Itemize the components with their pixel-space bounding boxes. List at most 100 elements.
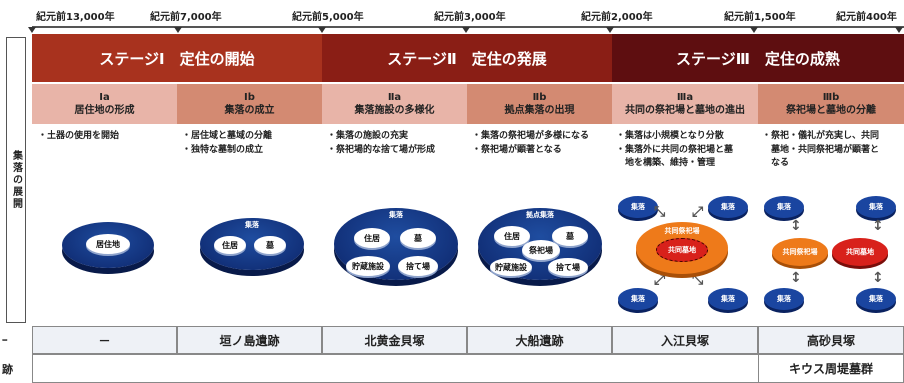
site-cell-empty [32, 354, 758, 383]
bullets-3a: ・集落は小規模となり分散 ・集落外に共同の祭祀場と墓 地を構築、維持・管理 [616, 130, 733, 171]
timeline-tick: 紀元前3,000年 [434, 12, 506, 23]
stage-1-header: ステージⅠ 定住の開始 [32, 34, 322, 82]
small-settlement: 集落 [856, 288, 896, 310]
bullet-text: ・集落外に共同の祭祀場と墓 [616, 144, 734, 155]
site-cell: 大船遺跡 [467, 326, 612, 354]
substage-3a: Ⅲa 共同の祭祀場と墓地の進出 [612, 84, 758, 124]
bullet-text: ・居住域と墓域の分離 [182, 131, 273, 141]
bullets-1b: ・居住域と墓域の分離 ・独特な墓制の成立 [182, 130, 272, 157]
settlement-title: 集落 [389, 211, 403, 219]
substage-name: 拠点集落の出現 [504, 105, 575, 116]
timeline-marker [28, 27, 36, 33]
small-settlement: 集落 [618, 196, 658, 218]
small-settlement: 集落 [764, 196, 804, 218]
bullet-text: ・集落は小規模となり分散 [616, 131, 724, 141]
bullet-text: なる [762, 158, 790, 168]
house-pill: 居住地 [86, 234, 130, 254]
bullet-text: 墓地・共同祭祀場が顕著と [762, 144, 880, 155]
house-pill: 住居 [494, 226, 530, 246]
settlement-title: 拠点集落 [526, 211, 554, 219]
timeline-tick: 紀元前13,000年 [36, 12, 115, 23]
substage-code: Ⅰb [244, 92, 255, 103]
site-cell: 高砂貝塚 [758, 326, 904, 354]
site-cell: 垣ノ島遺跡 [177, 326, 322, 354]
bullet-text: ・土器の使用を開始 [38, 131, 120, 141]
small-settlement: 集落 [708, 288, 748, 310]
bidirectional-arrow-icon: ⤡ [654, 204, 666, 220]
storage-pill: 貯蔵施設 [490, 258, 532, 276]
shared-ritual-ground: 共同祭祀場 [772, 238, 828, 266]
bullet-text: ・独特な墓制の成立 [182, 144, 264, 155]
substage-code: Ⅲb [822, 92, 840, 103]
substage-code: Ⅰa [99, 92, 110, 103]
substage-1b: Ⅰb 集落の成立 [177, 84, 322, 124]
stage-2-header: ステージⅡ 定住の発展 [322, 34, 612, 82]
substage-name: 居住地の形成 [74, 105, 135, 116]
shared-ritual-label: 共同祭祀場 [664, 227, 700, 235]
substage-code: Ⅱa [387, 92, 402, 103]
site-table: ｰ 跡 － 垣ノ島遺跡 北黄金貝塚 大船遺跡 入江貝塚 高砂貝塚 キウス周堤墓群 [0, 326, 904, 383]
small-settlement: 集落 [708, 196, 748, 218]
bidirectional-arrow-icon: ⤡ [692, 272, 704, 288]
substage-name: 祭祀場と墓地の分離 [786, 105, 876, 116]
substage-name: 共同の祭祀場と墓地の進出 [625, 105, 745, 116]
bullet-text: ・祭祀場が顕著となる [472, 144, 562, 155]
dump-pill: 捨て場 [398, 256, 438, 276]
timeline-marker [318, 27, 326, 33]
storage-pill: 貯蔵施設 [346, 256, 390, 276]
bullets-3b: ・祭祀・儀礼が充実し、共同 墓地・共同祭祀場が顕著と なる [762, 130, 879, 171]
stage-3-header: ステージⅢ 定住の成熟 [612, 34, 904, 82]
settlement-development-text: 集落の展開 [10, 150, 22, 210]
bullet-text: ・集落の施設の充実 [327, 131, 409, 141]
substage-code: Ⅱb [532, 92, 547, 103]
substage-code: Ⅲa [676, 92, 694, 103]
timeline-tick: 紀元前1,500年 [724, 12, 796, 23]
grave-pill: 墓 [552, 226, 588, 246]
grave-pill: 墓 [254, 236, 286, 254]
site-cell: 北黄金貝塚 [322, 326, 467, 354]
bullet-text: ・祭祀・儀礼が充実し、共同 [762, 131, 880, 141]
substage-2b: Ⅱb 拠点集落の出現 [467, 84, 612, 124]
timeline-marker [606, 27, 614, 33]
bidirectional-arrow-icon: ↕ [872, 218, 884, 234]
bullet-text: ・祭祀場的な捨て場が形成 [327, 144, 436, 155]
site-cell: － [32, 326, 177, 354]
bullets-1a: ・土器の使用を開始 [38, 130, 119, 144]
small-settlement: 集落 [764, 288, 804, 310]
house-pill: 住居 [214, 236, 246, 254]
timeline-marker [895, 27, 903, 33]
bidirectional-arrow-icon: ↕ [872, 270, 884, 286]
row-label: ｰ 跡 [0, 326, 32, 383]
shared-grave: 共同墓地 [832, 238, 888, 266]
site-cell: キウス周堤墓群 [758, 354, 904, 383]
shared-grave: 共同墓地 [656, 238, 708, 262]
bullets-2b: ・集落の祭祀場が多様になる ・祭祀場が顕著となる [472, 130, 589, 157]
timeline-tick: 紀元前7,000年 [150, 12, 222, 23]
bidirectional-arrow-icon: ↕ [790, 218, 802, 234]
bullets-2a: ・集落の施設の充実 ・祭祀場的な捨て場が形成 [327, 130, 435, 157]
bidirectional-arrow-icon: ⤢ [654, 272, 666, 288]
small-settlement: 集落 [856, 196, 896, 218]
substage-3b: Ⅲb 祭祀場と墓地の分離 [758, 84, 904, 124]
timeline-marker [750, 27, 758, 33]
substage-1a: Ⅰa 居住地の形成 [32, 84, 177, 124]
bullet-text: 地を構築、維持・管理 [616, 158, 716, 168]
house-pill: 住居 [354, 228, 390, 248]
row-label-top: ｰ [2, 334, 8, 348]
grave-pill: 墓 [400, 228, 436, 248]
bidirectional-arrow-icon: ↕ [790, 270, 802, 286]
timeline-marker [174, 27, 182, 33]
bullet-text: ・集落の祭祀場が多様になる [472, 131, 590, 141]
dump-pill: 捨て場 [548, 258, 588, 276]
row-label-bottom: 跡 [2, 362, 13, 376]
timeline-marker [462, 27, 470, 33]
substage-name: 集落施設の多様化 [354, 105, 435, 116]
ritual-pill: 祭祀場 [522, 240, 560, 260]
timeline-tick: 紀元前2,000年 [581, 12, 653, 23]
settlement-title: 集落 [245, 221, 259, 229]
bidirectional-arrow-icon: ⤢ [692, 204, 704, 220]
timeline-tick: 紀元前400年 [836, 12, 897, 23]
settlement-development-label: 集落の展開 [6, 37, 26, 323]
site-cell: 入江貝塚 [612, 326, 758, 354]
small-settlement: 集落 [618, 288, 658, 310]
